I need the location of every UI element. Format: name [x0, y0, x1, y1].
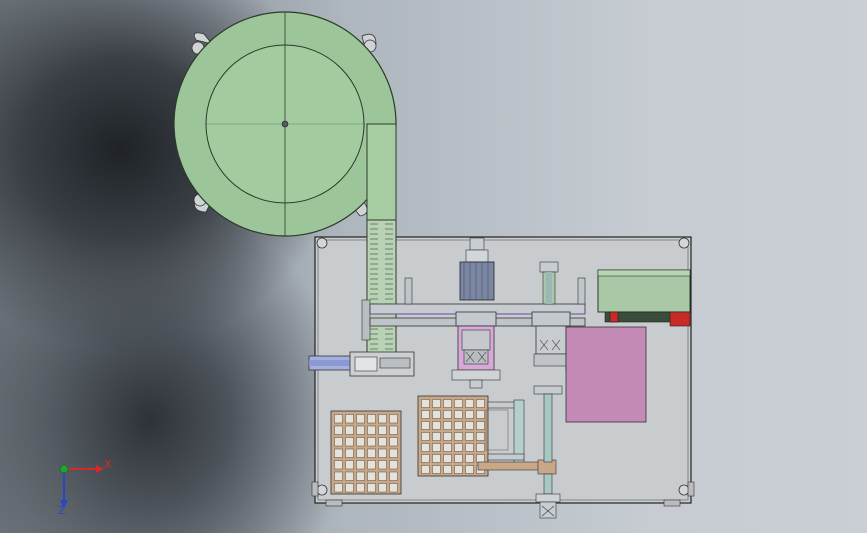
material-tray-left[interactable] — [330, 410, 402, 495]
material-tray-right[interactable] — [417, 395, 489, 477]
vibratory-bowl-feeder[interactable] — [173, 11, 397, 237]
control-box[interactable] — [565, 326, 647, 423]
tray-mover[interactable] — [477, 385, 563, 519]
z-axis-label: Z — [58, 504, 66, 517]
coordinate-triad: X Z — [58, 458, 112, 517]
pusher-cylinder[interactable] — [308, 351, 415, 377]
x-axis-label: X — [104, 458, 112, 471]
vertical-cylinder[interactable] — [539, 261, 559, 305]
pick-head-left[interactable] — [451, 311, 501, 389]
electrical-cabinet[interactable] — [597, 269, 691, 327]
linear-feed-track[interactable] — [361, 123, 397, 356]
servo-motor[interactable] — [459, 237, 495, 301]
